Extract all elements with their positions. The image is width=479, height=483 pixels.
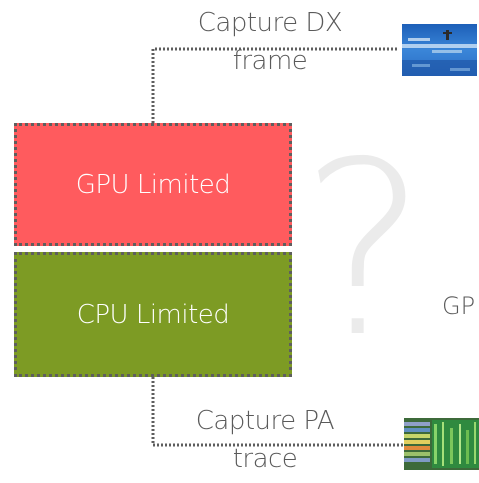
pa-trace-thumbnail [404,418,479,470]
capture-pa-line2: trace [232,444,298,474]
dx-frame-thumbnail [402,24,477,76]
cpu-limited-box: CPU Limited [14,252,292,377]
cpu-limited-label: CPU Limited [76,299,230,330]
connector-to-pa-trace [151,377,405,447]
capture-dx-caption: Capture DX frame [170,4,370,80]
capture-pa-line1: Capture PA [195,406,335,436]
side-label-partial: GP [442,292,476,320]
capture-pa-caption: Capture PA trace [165,402,365,478]
gpu-limited-label: GPU Limited [75,169,231,200]
connector-to-dx-frame [151,47,398,123]
capture-dx-line2: frame [232,46,308,76]
gpu-limited-box: GPU Limited [14,123,292,246]
capture-dx-line1: Capture DX [197,8,343,38]
question-mark-glyph: ? [300,110,428,390]
